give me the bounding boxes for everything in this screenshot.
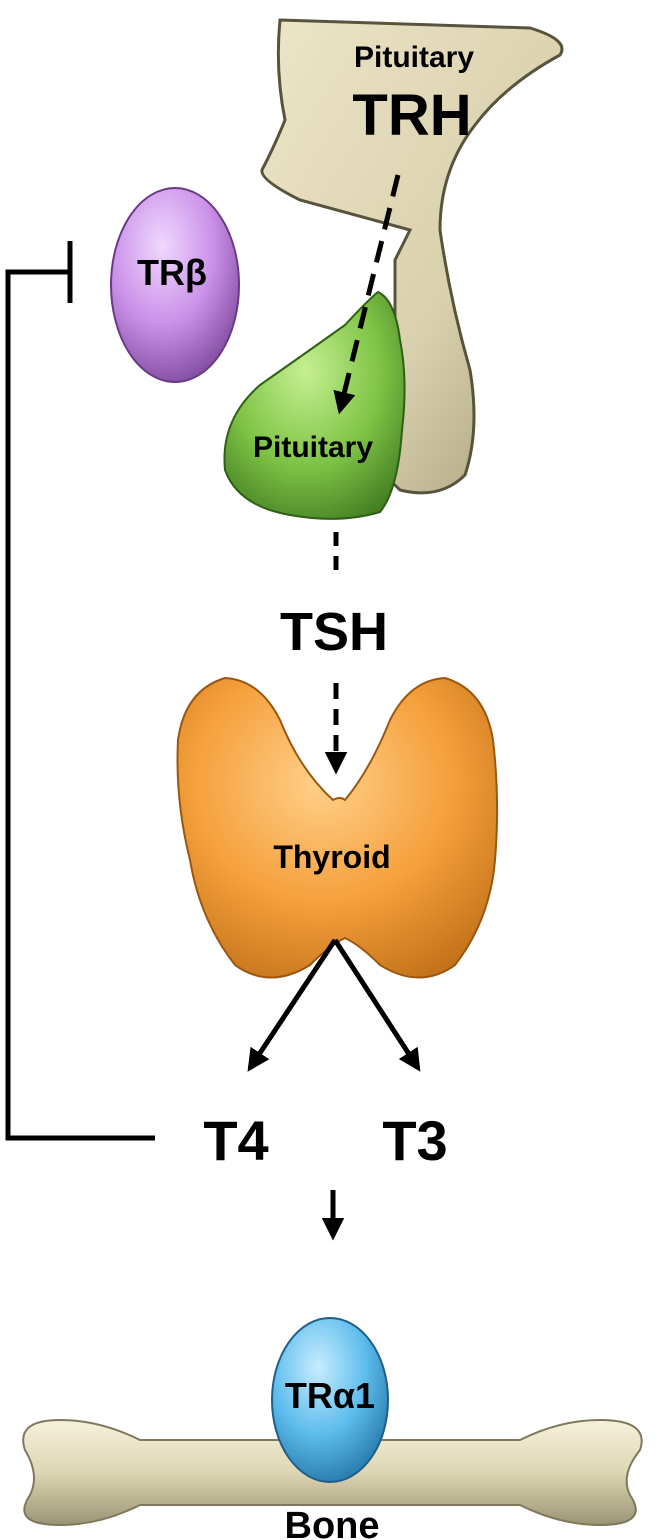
receptor-alpha-shape xyxy=(271,1317,389,1483)
trh-label: TRH xyxy=(352,83,471,148)
tsh-label: TSH xyxy=(280,602,388,662)
connector-lines xyxy=(5,174,421,1241)
thyroid-name-label: Thyroid xyxy=(273,839,390,875)
trh-to-pituitary-arrow xyxy=(333,174,401,415)
bone-name-label: Bone xyxy=(285,1505,380,1540)
thyroid-shape xyxy=(176,676,499,979)
thyroid-to-t3-arrow xyxy=(332,938,421,1072)
negative-feedback-line xyxy=(5,269,155,1141)
t3-label: T3 xyxy=(382,1109,447,1172)
pituitary-shape xyxy=(223,290,406,520)
receptor-beta-label: TRβ xyxy=(137,252,207,293)
hypothalamus-name-label: Pituitary xyxy=(354,41,474,74)
hypothalamus-shape xyxy=(260,18,564,495)
receptor-alpha-label: TRα1 xyxy=(285,1375,375,1416)
thyroid-to-t4-arrow xyxy=(247,938,338,1072)
t4-label: T4 xyxy=(203,1109,268,1172)
receptor-beta-shape xyxy=(110,187,240,383)
pituitary-name-label: Pituitary xyxy=(253,431,373,464)
